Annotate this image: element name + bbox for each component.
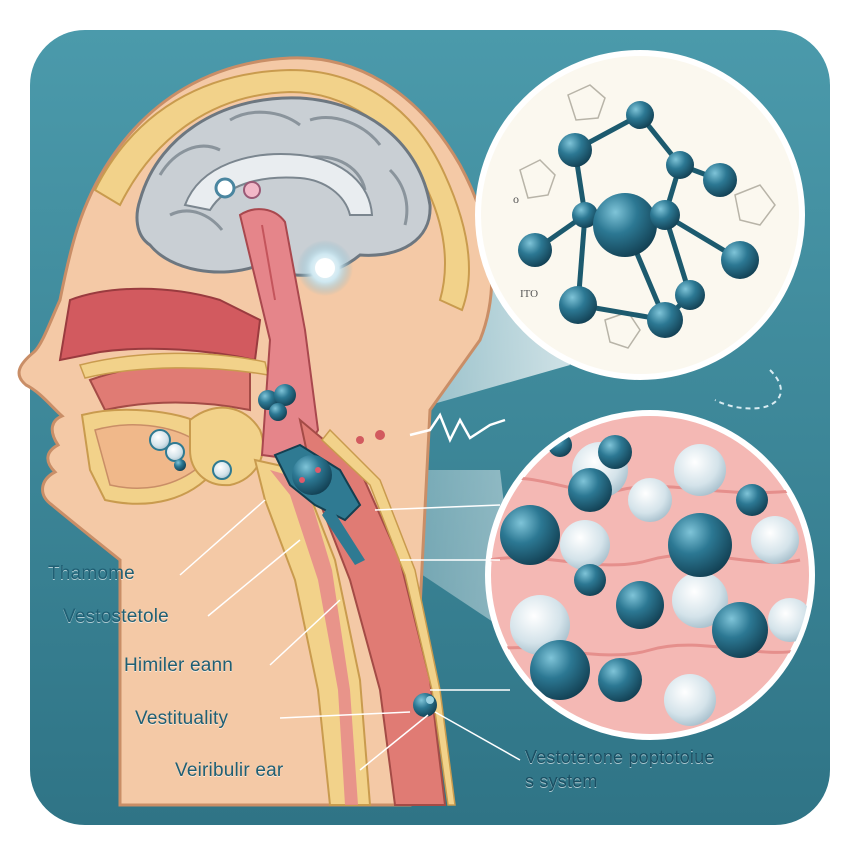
signal-wave xyxy=(409,412,506,444)
tissue-zoom-circle xyxy=(485,410,815,740)
label-vestituality: Vestituality xyxy=(135,708,229,729)
label-himiler-eann: Himiler eann xyxy=(124,655,234,676)
label-thamome: Thamome xyxy=(48,563,135,584)
label-vestoterone-line2: s system xyxy=(525,771,598,791)
molecule-zoom-circle: o ITO xyxy=(475,50,805,380)
dashed-arrow xyxy=(714,369,782,410)
label-leader-lines xyxy=(179,499,521,771)
molecule-ito-label: ITO xyxy=(520,288,538,300)
label-veiribulir-ear: Veiribulir ear xyxy=(175,760,284,781)
label-vestoterone-line1: Vestoterone poptotoiue xyxy=(525,747,715,767)
label-vestostetole: Vestostetole xyxy=(63,606,169,627)
head-cross-section xyxy=(17,56,494,807)
molecule-o-label: o xyxy=(513,192,519,206)
